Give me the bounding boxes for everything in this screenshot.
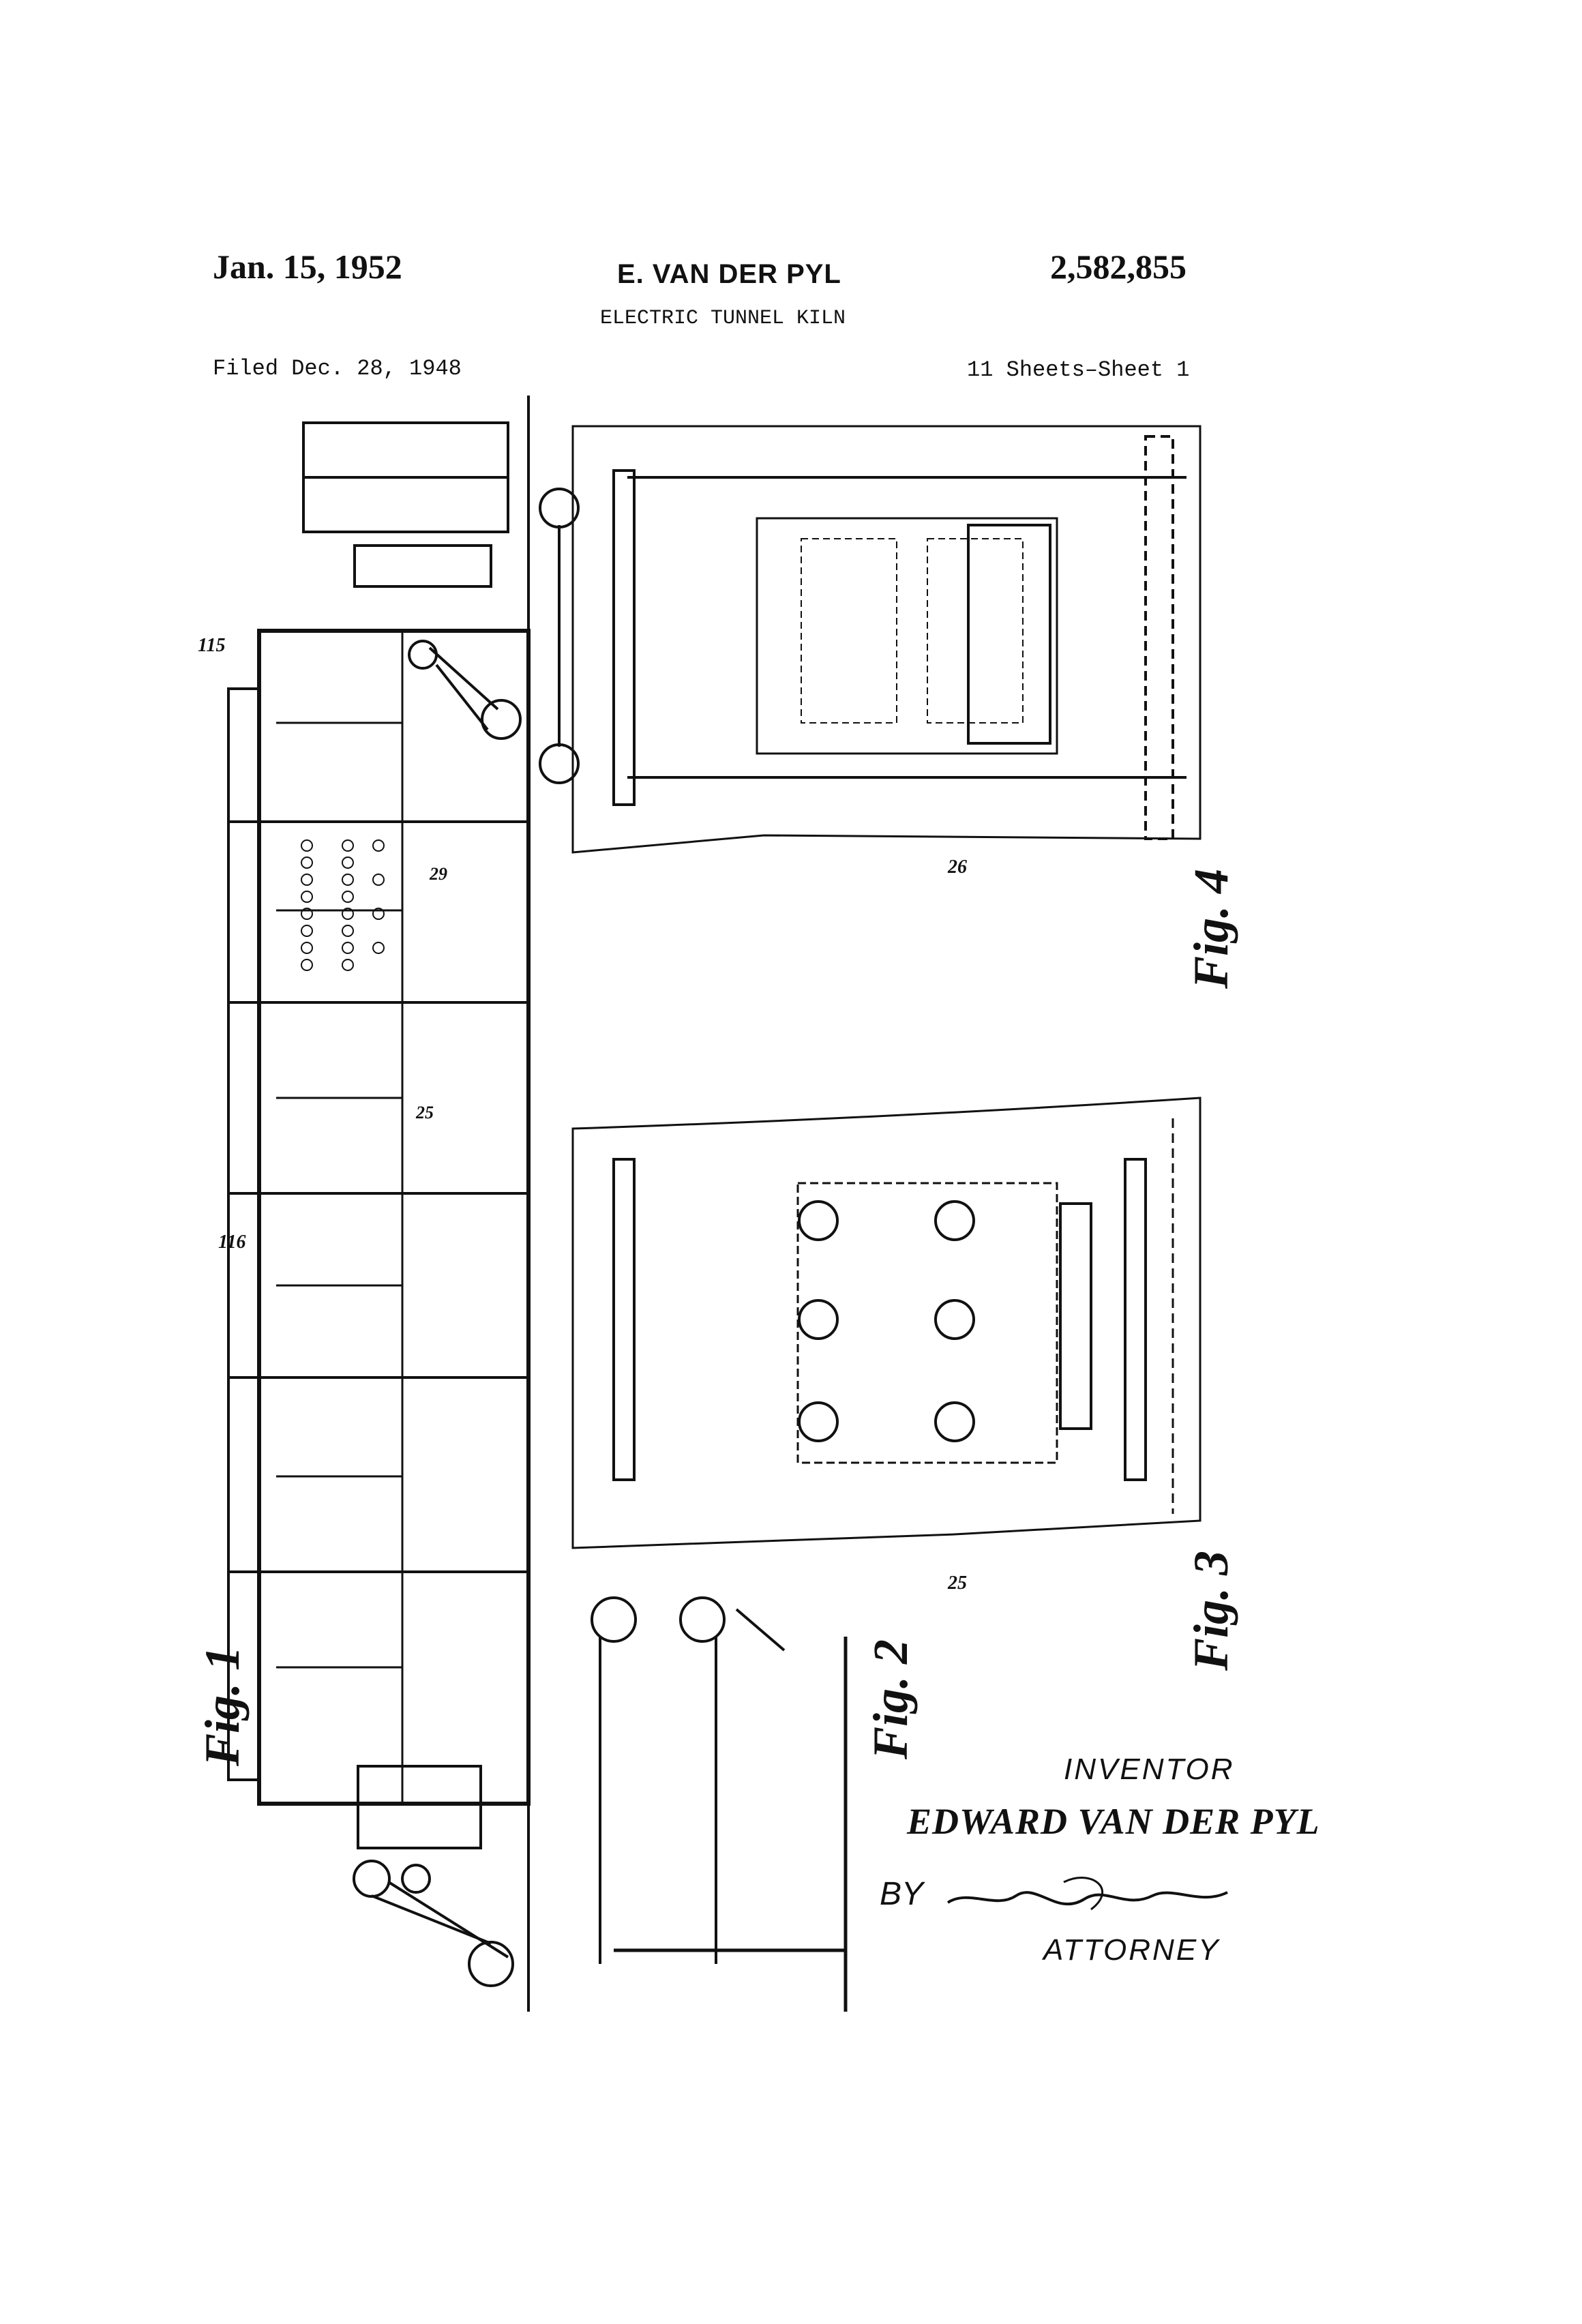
fig4-cross-section	[540, 426, 1200, 852]
fig1-kiln-drawing	[228, 396, 528, 2012]
sprocket	[402, 1865, 430, 1892]
attorney-label: ATTORNEY	[1043, 1933, 1221, 1967]
numeral-116: 116	[218, 1232, 245, 1253]
element-543	[927, 539, 1023, 723]
conveyor-end	[358, 1766, 481, 1848]
element-544	[801, 539, 897, 723]
heating-element-array	[301, 840, 384, 970]
pulley	[409, 641, 436, 668]
fig4-outline	[573, 426, 1200, 852]
fig3-outline	[573, 1098, 1200, 1548]
fig4-label: Fig. 4	[1184, 869, 1238, 989]
sprocket-517	[592, 1598, 636, 1641]
inventor-name: EDWARD VAN DER PYL	[907, 1800, 1320, 1843]
fig3-label: Fig. 3	[1184, 1551, 1238, 1671]
sprocket	[354, 1861, 389, 1896]
drive-motor-wheel	[469, 1942, 513, 1986]
frame-block	[355, 546, 491, 586]
block-542	[968, 525, 1050, 743]
drive-belt	[389, 1882, 508, 1957]
element-529	[936, 1403, 974, 1441]
numeral-25: 25	[415, 1103, 434, 1122]
post-540	[614, 471, 634, 805]
post-526	[614, 1159, 634, 1480]
numeral-115: 115	[198, 635, 225, 656]
by-label: BY	[880, 1875, 923, 1913]
element-530	[799, 1403, 837, 1441]
drive-wheel	[482, 700, 520, 739]
element-529	[936, 1300, 974, 1339]
sprocket-166	[681, 1598, 724, 1641]
fig1-label: Fig. 1	[195, 1646, 250, 1767]
numeral-25-fig3: 25	[947, 1573, 967, 1594]
fig2-label: Fig. 2	[863, 1639, 918, 1760]
numeral-29: 29	[429, 864, 447, 884]
support-528	[1060, 1204, 1091, 1429]
element-529	[936, 1202, 974, 1240]
inventor-label: INVENTOR	[1064, 1753, 1235, 1787]
kiln-body	[259, 631, 528, 1804]
element-530	[799, 1300, 837, 1339]
attorney-signature	[948, 1892, 1227, 1904]
numeral-26-fig4: 26	[947, 856, 967, 878]
fig2-conveyor	[592, 1598, 846, 2012]
drive-belt	[436, 665, 488, 730]
arm-521	[736, 1609, 784, 1650]
post-526b	[1125, 1159, 1146, 1480]
fig3-cross-section	[573, 1098, 1200, 1548]
element-530	[799, 1202, 837, 1240]
